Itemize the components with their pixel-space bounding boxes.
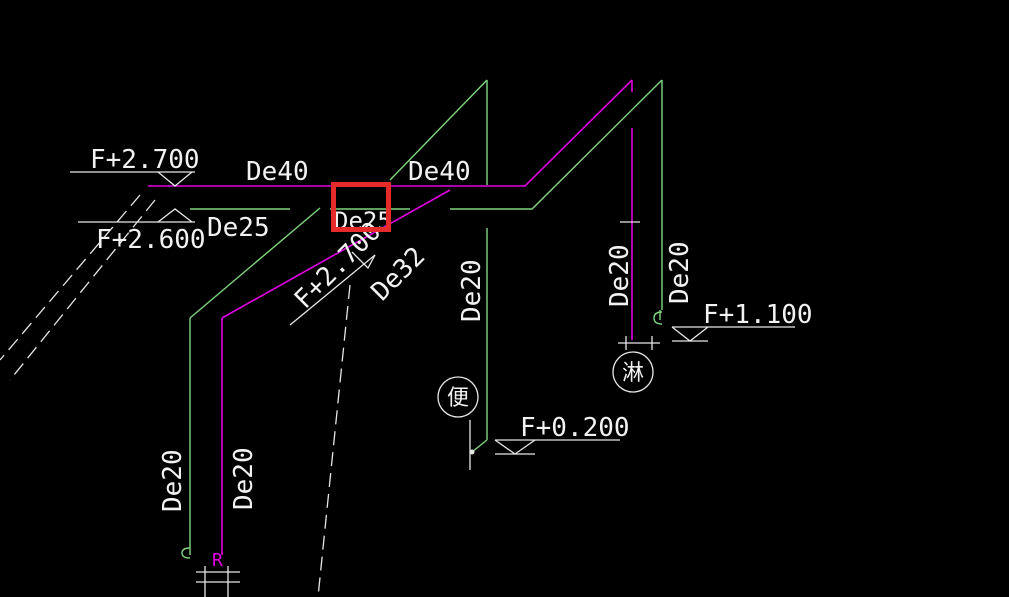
shower-symbol-text: 淋 bbox=[622, 361, 644, 386]
pipe-size-de20-right-a: De20 bbox=[605, 244, 635, 307]
elevation-label-0200: F+0.200 bbox=[520, 413, 630, 443]
shower-symbol-circle bbox=[612, 351, 654, 393]
dashed-lines bbox=[0, 194, 351, 597]
pipe-size-de40-left: De40 bbox=[246, 157, 309, 187]
pipe-size-de20-bottom-a: De20 bbox=[158, 449, 188, 512]
shower-fixture: 淋 bbox=[612, 351, 654, 393]
toilet-symbol-text: 便 bbox=[447, 386, 469, 411]
junction-dot bbox=[469, 449, 475, 455]
r-mark: R bbox=[212, 550, 223, 571]
green-pipe bbox=[181, 79, 663, 559]
toilet-symbol-circle bbox=[437, 376, 479, 418]
highlight-box bbox=[331, 182, 391, 232]
elevation-label-2600: F+2.600 bbox=[96, 225, 206, 255]
pipe-size-de25-left: De25 bbox=[207, 213, 270, 243]
pipe-size-de20-right-b: De20 bbox=[665, 241, 695, 304]
pipe-size-de32: De32 bbox=[366, 241, 431, 306]
toilet-fixture: 便 bbox=[437, 376, 479, 418]
elevation-label-2700: F+2.700 bbox=[90, 145, 200, 175]
pipe-size-de20-mid: De20 bbox=[457, 259, 487, 322]
leader-lines bbox=[70, 171, 795, 597]
magenta-pipe bbox=[148, 79, 633, 555]
pipe-size-de20-bottom-b: De20 bbox=[229, 447, 259, 510]
pipe-size-de40-right: De40 bbox=[408, 157, 471, 187]
elevation-label-1100: F+1.100 bbox=[703, 300, 813, 330]
